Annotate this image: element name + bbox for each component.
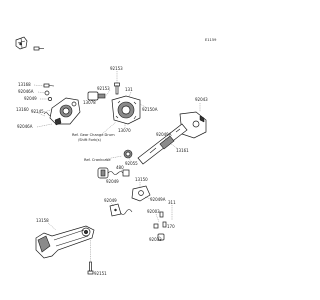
ref-gear-change-drum: Ref. Gear Change Drum bbox=[72, 133, 115, 137]
callout-92043: 92043 bbox=[195, 97, 208, 102]
ref-gear-change-drum-sub: /Shift Fork(s) bbox=[78, 138, 101, 142]
shift-drum-stopper-part bbox=[49, 97, 81, 126]
callout-92049a: 92049A bbox=[156, 132, 172, 137]
small-pin-part bbox=[153, 211, 167, 241]
return-spring-part bbox=[109, 203, 133, 217]
shift-shaft-collar-part bbox=[87, 91, 106, 101]
pedal-bolt-part bbox=[87, 261, 94, 275]
callout-13078: 13078 bbox=[83, 100, 96, 105]
callout-13168: 13168 bbox=[18, 82, 31, 87]
leader-line bbox=[105, 155, 123, 160]
leader-line bbox=[139, 103, 148, 109]
callout-92049: 92049 bbox=[24, 96, 37, 101]
shift-pedal-part bbox=[35, 225, 95, 259]
callout-92003: 92003 bbox=[147, 209, 160, 214]
leader-line bbox=[101, 121, 117, 135]
callout-13150: 13150 bbox=[135, 177, 148, 182]
callout-131: 131 bbox=[125, 87, 133, 92]
callout-170: 170 bbox=[167, 224, 175, 229]
leader-line bbox=[37, 91, 46, 94]
leader-line bbox=[155, 213, 160, 223]
callout-92049-c: 92049 bbox=[104, 198, 117, 203]
callout-92046a-2: 92046A bbox=[17, 124, 33, 129]
bolt-part bbox=[114, 82, 120, 95]
exploded-parts-diagram: E1159 92153 13168 92046A 92049 13160 921… bbox=[15, 36, 217, 276]
ref-crankcase: Ref. Crankcase bbox=[84, 158, 111, 162]
leader-line bbox=[164, 137, 169, 142]
callout-92153-top: 92153 bbox=[110, 66, 123, 71]
shift-shaft-bracket-part bbox=[179, 111, 207, 139]
leader-line bbox=[47, 222, 57, 231]
callout-13160: 13160 bbox=[16, 107, 29, 112]
leader-line bbox=[128, 157, 132, 163]
callout-92033: 92033 bbox=[149, 237, 162, 242]
callout-92046a: 92046A bbox=[18, 89, 34, 94]
callout-311: 311 bbox=[168, 200, 176, 205]
callout-13070: 13070 bbox=[118, 128, 131, 133]
callout-13158: 13158 bbox=[36, 218, 49, 223]
callout-480: 480 bbox=[116, 165, 124, 170]
leader-line bbox=[110, 202, 115, 207]
callout-92049a-2: 92049A bbox=[150, 197, 166, 202]
leader-line bbox=[120, 169, 125, 173]
callout-92049-b: 92049 bbox=[106, 179, 119, 184]
shift-drum-cam-part bbox=[111, 95, 141, 125]
leader-line bbox=[36, 123, 53, 128]
small-bracket-part bbox=[15, 36, 28, 50]
leader-line bbox=[157, 235, 161, 239]
callout-92153-mid: 92153 bbox=[97, 86, 110, 91]
diagram-id: E1159 bbox=[205, 38, 217, 42]
shift-arm-part bbox=[131, 185, 151, 202]
callout-13161: 13161 bbox=[176, 148, 189, 153]
callout-92145: 92145 bbox=[31, 109, 44, 114]
callout-92150a: 92150A bbox=[142, 107, 158, 112]
leader-line bbox=[105, 89, 111, 97]
washer-part bbox=[44, 90, 52, 101]
callout-92055: 92055 bbox=[125, 161, 138, 166]
spring-roller-part bbox=[97, 167, 130, 179]
shift-shaft-part bbox=[137, 123, 188, 165]
pin-part bbox=[43, 83, 55, 88]
small-bolt-part bbox=[33, 46, 44, 51]
leader-line bbox=[30, 109, 46, 117]
callout-92151: 92151 bbox=[94, 271, 107, 276]
oil-seal-part bbox=[123, 149, 133, 159]
leader-line bbox=[33, 84, 45, 87]
